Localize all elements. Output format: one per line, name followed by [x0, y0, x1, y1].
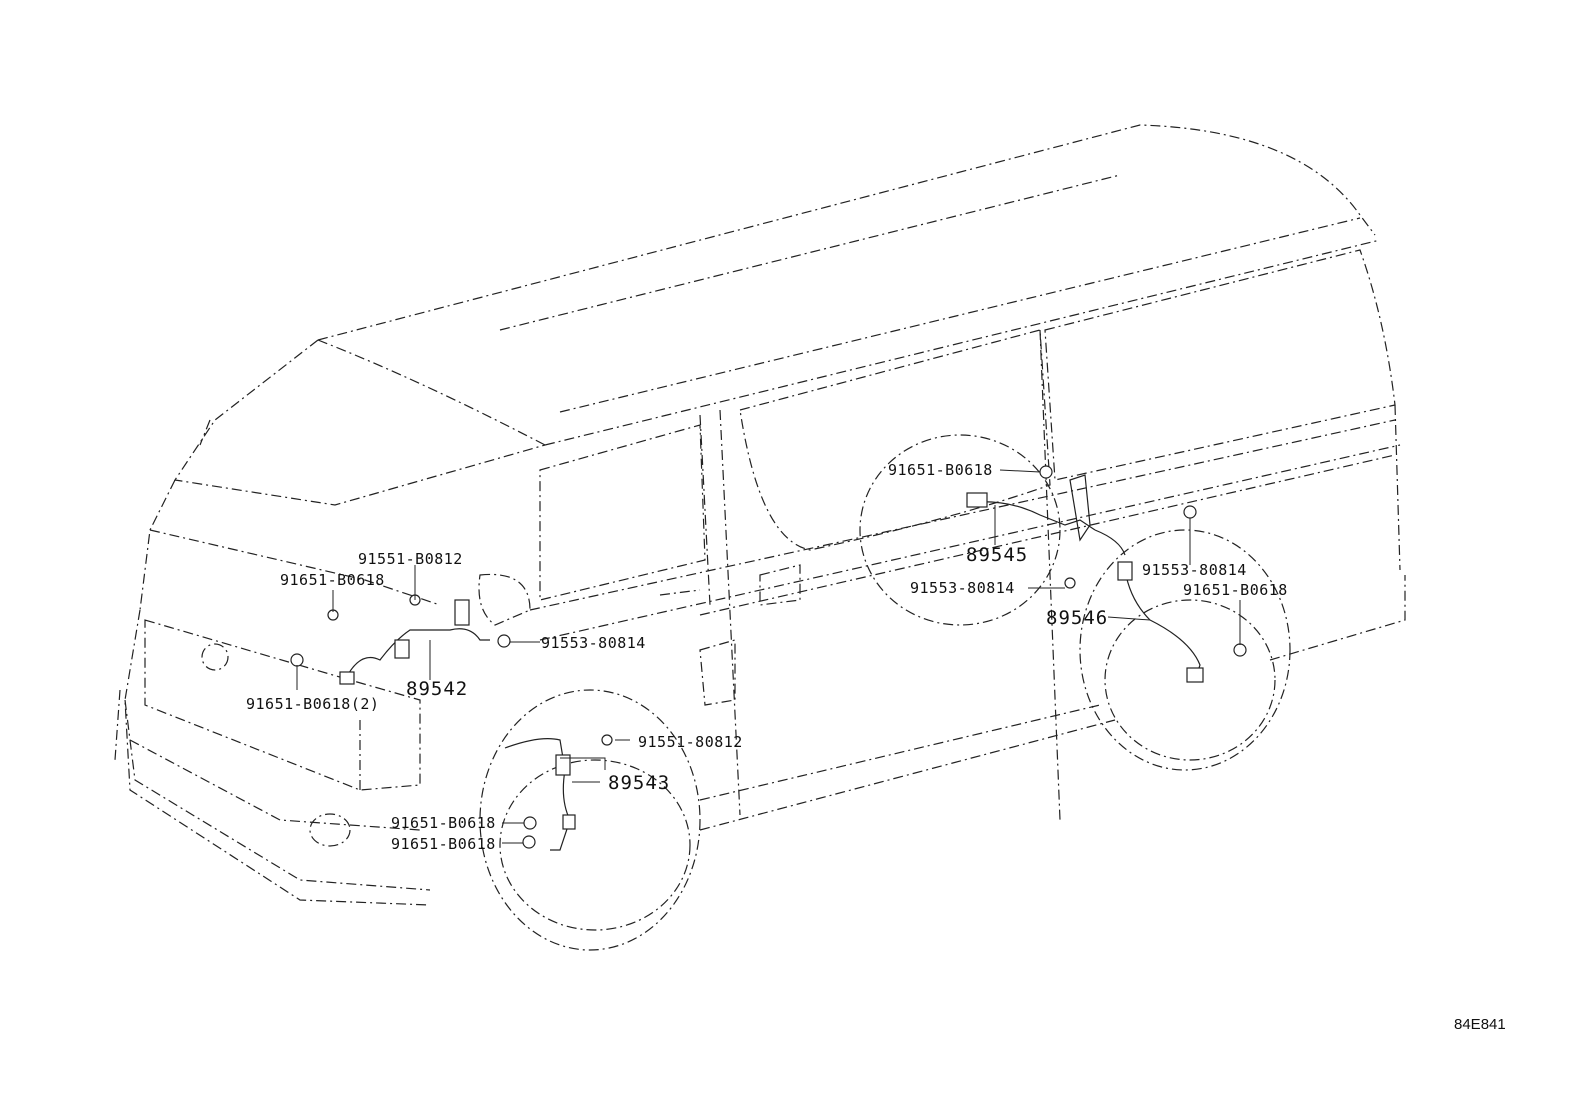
front-wheel [499, 759, 691, 931]
leader-lines [296, 469, 1241, 844]
label-91651-b0618-front: 91651-B0618 [280, 571, 385, 589]
windshield [173, 339, 546, 506]
label-89543: 89543 [608, 772, 671, 794]
label-91553-80814-front: 91553-80814 [541, 634, 646, 652]
rocker-line [699, 719, 1116, 831]
side-mirror [478, 573, 531, 626]
label-91551-80812: 91551-80812 [638, 733, 743, 751]
label-89546: 89546 [1046, 607, 1109, 629]
grille [144, 619, 421, 791]
bolt-icon [290, 465, 1247, 849]
roof-front-edge [317, 339, 546, 446]
front-door-window [539, 424, 706, 601]
rear-wheel-arch [1079, 529, 1291, 771]
diagram-code: 84E841 [1454, 1016, 1506, 1033]
label-91651-b0618-2: 91651-B0618(2) [246, 695, 380, 713]
label-91651-b0618-rear: 91651-B0618 [888, 461, 993, 479]
harness-89546 [1094, 529, 1201, 681]
rear-detail-circle [859, 434, 1061, 626]
label-89542: 89542 [406, 678, 469, 700]
label-91651-b0618-right: 91651-B0618 [1183, 581, 1288, 599]
bumper [124, 699, 431, 891]
label-89545: 89545 [966, 544, 1029, 566]
slide-window [739, 329, 1051, 551]
front-face [124, 609, 431, 906]
roof-outline [317, 124, 1376, 341]
door-handle [759, 564, 801, 606]
label-91651-b0618-a: 91651-B0618 [391, 814, 496, 832]
harness-89542 [344, 628, 490, 681]
emblem [201, 643, 229, 671]
rear-wheel [1104, 599, 1276, 761]
roof-side-edge [544, 239, 1381, 446]
label-91551-b0812: 91551-B0812 [358, 550, 463, 568]
label-91553-80814-right: 91553-80814 [1142, 561, 1247, 579]
label-91651-b0618-b: 91651-B0618 [391, 835, 496, 853]
label-91553-80814-rear: 91553-80814 [910, 579, 1015, 597]
rear-window [1044, 249, 1396, 481]
rear-bumper [1269, 575, 1406, 661]
harness-89545 [974, 501, 1096, 531]
front-wheel-arch [479, 689, 701, 951]
fog-lamp [309, 813, 351, 847]
